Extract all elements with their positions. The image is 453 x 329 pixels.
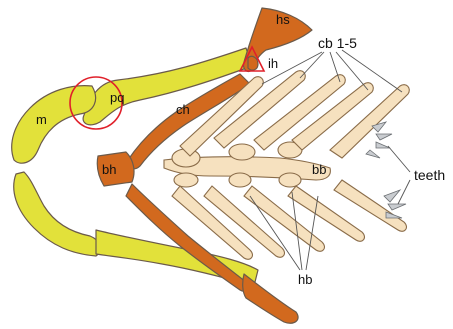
label-bh: bh (102, 162, 116, 177)
leader-teeth-lower (398, 180, 410, 204)
label-bb: bb (312, 162, 326, 177)
label-cb: cb 1-5 (318, 35, 357, 51)
hyosymplectic-lower (243, 274, 298, 323)
tooth-upper-3 (376, 142, 390, 148)
tooth-lower-2 (388, 204, 406, 210)
leader-teeth-upper (388, 146, 410, 172)
label-pq: pq (110, 90, 124, 105)
label-hs: hs (276, 12, 290, 27)
basibranchial-node-6 (279, 173, 301, 187)
label-teeth: teeth (414, 167, 445, 183)
tooth-lower-3 (386, 212, 402, 218)
meckel-lower (14, 172, 101, 256)
ceratobranchials-lower (172, 180, 406, 259)
tooth-upper-4 (366, 150, 380, 158)
tooth-upper-2 (376, 134, 392, 140)
basibranchial-node-2 (229, 144, 255, 160)
meckel-upper (12, 86, 96, 164)
label-hb: hb (298, 272, 312, 287)
label-m: m (36, 112, 47, 127)
label-ih: ih (268, 56, 278, 71)
basibranchial-node-4 (174, 173, 198, 187)
basibranchial-node-5 (229, 173, 251, 187)
tooth-lower-1 (384, 190, 400, 202)
label-ch: ch (176, 102, 190, 117)
ceratobranchial-lower-3 (244, 186, 324, 251)
ceratobranchial-upper-5 (330, 85, 409, 158)
leader-cb-2 (300, 52, 324, 78)
interhyal (248, 56, 258, 70)
